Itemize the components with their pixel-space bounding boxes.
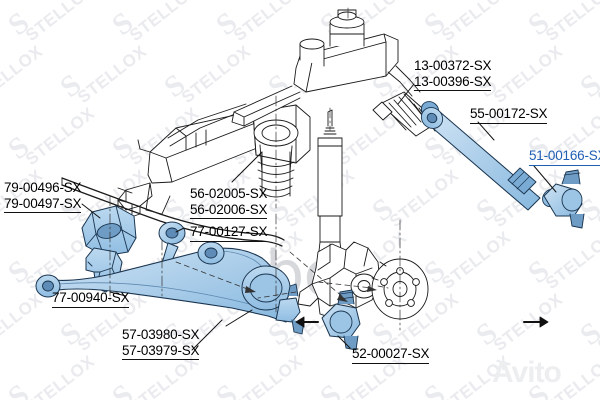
part-label-ball-joint: 52-00027-SX (352, 346, 430, 364)
tie-rod-end-part (543, 169, 585, 229)
part-number-text: 79-00497-SX (4, 195, 82, 211)
front-subframe-part (117, 103, 311, 219)
part-number-text: 13-00372-SX (414, 58, 492, 73)
part-number-text: 57-03980-SX (122, 327, 200, 342)
part-number-text: 52-00027-SX (352, 346, 430, 361)
part-number-text: 79-00496-SX (4, 180, 82, 195)
part-number-text: 57-03979-SX (122, 342, 200, 358)
part-label-tie-rod-end: 51-00166-SX (529, 148, 600, 166)
label-underline (190, 218, 268, 220)
part-number-text: 56-02006-SX (190, 201, 268, 217)
label-underline (4, 212, 82, 214)
part-number-text: 77-00127-SX (190, 224, 268, 239)
label-underline (470, 122, 548, 124)
label-underline (190, 240, 268, 242)
part-number-text: 55-00172-SX (470, 106, 548, 121)
label-underline (352, 362, 430, 364)
lower-ball-joint-part (295, 289, 549, 351)
label-underline (122, 359, 200, 361)
outer-tie-rod-part (420, 107, 560, 211)
part-label-control-arm-bush: 77-00940-SX (52, 290, 130, 308)
part-number-text: 13-00396-SX (414, 73, 492, 89)
steering-gear-part (231, 9, 421, 127)
part-number-text: 56-02005-SX (190, 186, 268, 201)
part-number-text: 51-00166-SX (529, 148, 600, 163)
part-label-upper-arm-bush: 77-00127-SX (190, 224, 268, 242)
label-underline (529, 164, 600, 166)
part-number-text: 77-00940-SX (52, 290, 130, 305)
label-underline (414, 90, 492, 92)
label-underline (52, 306, 130, 308)
part-label-inner-tie-rod: 55-00172-SX (470, 106, 548, 124)
steering-knuckle-part (297, 241, 381, 319)
lower-control-arm-part (35, 241, 305, 335)
